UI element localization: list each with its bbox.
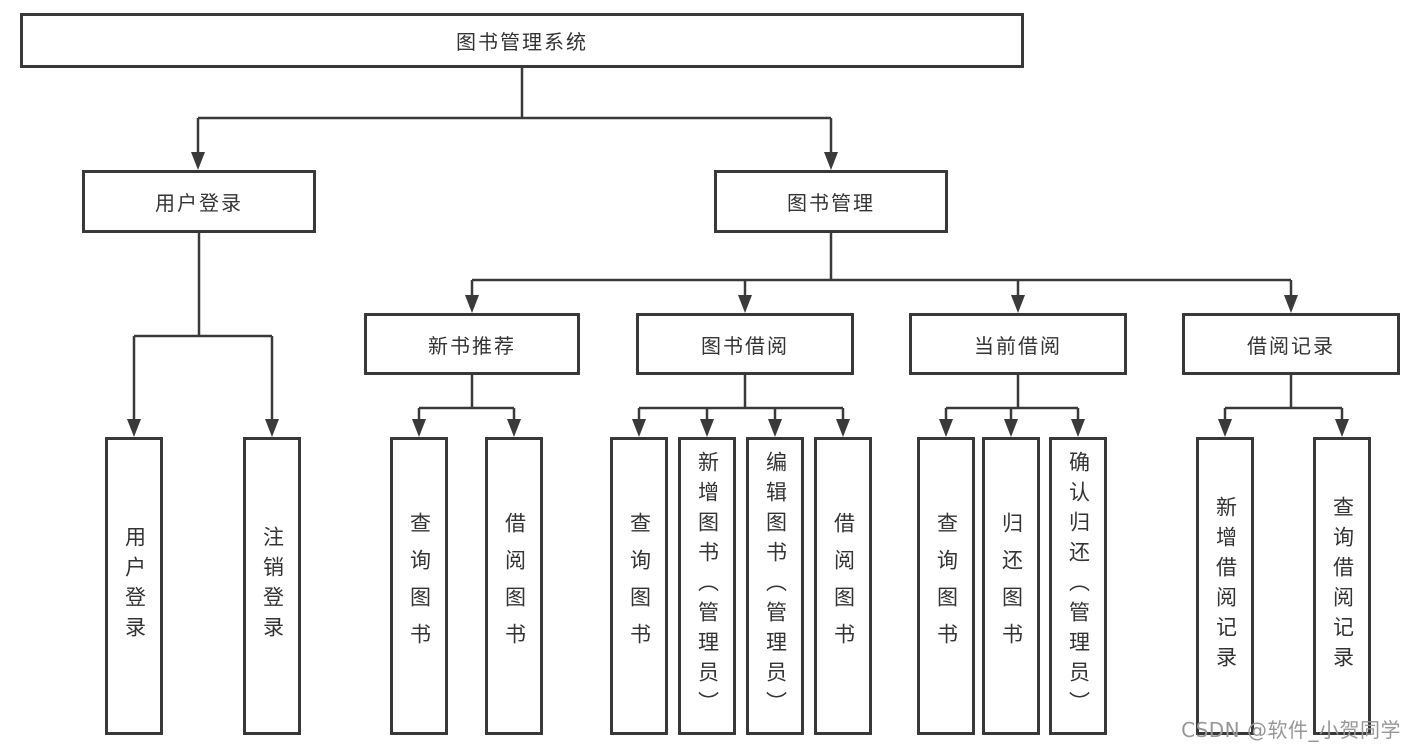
csdn-watermark: CSDN @软件_小贺同学 — [1181, 718, 1401, 742]
arrowheads — [127, 152, 1349, 437]
leaf-add-book-admin-label: 新增图书（管理员） — [695, 451, 720, 721]
node-user-login-branch: 用户登录 — [82, 170, 316, 233]
leaf-query-books-recommend: 查询图书 — [390, 437, 448, 735]
node-user-login-branch-label: 用户登录 — [155, 191, 243, 215]
leaf-add-borrow-record: 新增借阅记录 — [1196, 437, 1254, 735]
leaf-user-login: 用户登录 — [105, 437, 163, 735]
leaf-query-books-recommend-label: 查询图书 — [407, 512, 432, 660]
leaf-logout: 注销登录 — [243, 437, 301, 735]
leaf-borrow-books: 借阅图书 — [814, 437, 872, 735]
leaf-return-book-label: 归还图书 — [999, 512, 1024, 660]
node-new-book-recommend: 新书推荐 — [364, 313, 580, 375]
node-current-borrowing: 当前借阅 — [909, 313, 1127, 375]
node-book-management: 图书管理 — [714, 170, 948, 233]
leaf-borrow-books-recommend: 借阅图书 — [485, 437, 543, 735]
node-book-borrowing-label: 图书借阅 — [701, 333, 789, 358]
leaf-query-borrow-record-label: 查询借阅记录 — [1330, 496, 1355, 676]
leaf-add-borrow-record-label: 新增借阅记录 — [1213, 496, 1238, 676]
leaf-query-borrow-record: 查询借阅记录 — [1313, 437, 1371, 735]
node-new-book-recommend-label: 新书推荐 — [428, 333, 516, 358]
leaf-confirm-return-admin: 确认归还（管理员） — [1049, 437, 1107, 735]
leaf-confirm-return-admin-label: 确认归还（管理员） — [1066, 451, 1091, 721]
node-book-management-label: 图书管理 — [787, 191, 875, 215]
node-borrowing-records: 借阅记录 — [1182, 313, 1400, 375]
node-library-system-label: 图书管理系统 — [456, 30, 588, 54]
node-borrowing-records-label: 借阅记录 — [1247, 333, 1335, 358]
leaf-borrow-books-recommend-label: 借阅图书 — [502, 512, 527, 660]
node-book-borrowing: 图书借阅 — [636, 313, 854, 375]
leaf-return-book: 归还图书 — [982, 437, 1040, 735]
node-library-system: 图书管理系统 — [20, 13, 1024, 68]
node-current-borrowing-label: 当前借阅 — [974, 333, 1062, 358]
leaf-edit-book-admin-label: 编辑图书（管理员） — [763, 451, 788, 721]
leaf-add-book-admin: 新增图书（管理员） — [678, 437, 736, 735]
leaf-query-books-borrowing: 查询图书 — [610, 437, 668, 735]
leaf-query-books-borrowing-label: 查询图书 — [627, 512, 652, 660]
leaf-query-books-current: 查询图书 — [917, 437, 975, 735]
leaf-query-books-current-label: 查询图书 — [934, 512, 959, 660]
leaf-edit-book-admin: 编辑图书（管理员） — [746, 437, 804, 735]
leaf-borrow-books-label: 借阅图书 — [831, 512, 856, 660]
leaf-user-login-label: 用户登录 — [122, 526, 147, 646]
leaf-logout-label: 注销登录 — [260, 526, 285, 646]
